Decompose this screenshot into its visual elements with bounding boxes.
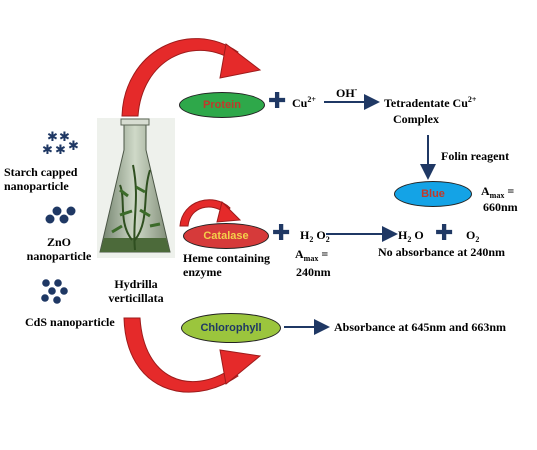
o2-product: O2 [466,228,480,244]
zno-nanoparticle-icon [45,206,76,224]
folin-reagent-label: Folin reagent [441,149,510,163]
cds-nanoparticle-icon [41,279,68,304]
svg-text:✱: ✱ [55,143,66,158]
chlorophyll-pill: Chlorophyll [181,313,281,343]
svg-text:✱: ✱ [59,130,70,145]
svg-text:✱: ✱ [47,130,58,145]
complex-label: Complex [393,112,439,126]
plus-icon: ✚ [268,89,287,114]
amax-660-label: Amax = [481,184,515,200]
cds-nanoparticle-label: CdS nanoparticle [25,315,115,329]
plant-label: Hydrilla verticillata [108,277,164,305]
starch-nanoparticle-label: Starch capped nanoparticle [4,165,78,193]
plus-icon: ✚ [435,221,454,246]
plus-icon: ✚ [272,221,291,246]
tetradentate-label: Tetradentate Cu2+ [384,95,477,111]
amax-240-value: 240nm [296,265,331,279]
no-absorbance-label: No absorbance at 240nm [378,245,506,259]
svg-text:✱: ✱ [68,139,79,154]
h2o2-formula: H2 O2 [300,228,330,244]
h2o-product: H2 O [398,228,424,244]
blue-pill: Blue [394,181,472,207]
cu-ion: Cu2+ [292,95,316,111]
chlorophyll-absorbance-label: Absorbance at 645nm and 663nm [334,320,507,334]
amax-240-label: Amax = [295,247,329,263]
starch-nanoparticle-icon: ✱ ✱ ✱ ✱ ✱ [42,130,79,158]
svg-text:✱: ✱ [42,143,53,158]
curved-red-arrow-top-icon [121,38,262,117]
curved-red-arrow-small-icon [179,199,242,227]
catalase-pill: Catalase [183,223,269,249]
oh-reagent: OH- [336,85,358,101]
zno-nanoparticle-label: ZnO nanoparticle [26,235,92,263]
amax-660-value: 660nm [483,200,518,214]
heme-enzyme-label: Heme containing enzyme [183,251,270,279]
curved-red-arrow-bottom-icon [123,317,262,393]
protein-pill: Protein [179,92,265,118]
flask-image [97,118,175,258]
